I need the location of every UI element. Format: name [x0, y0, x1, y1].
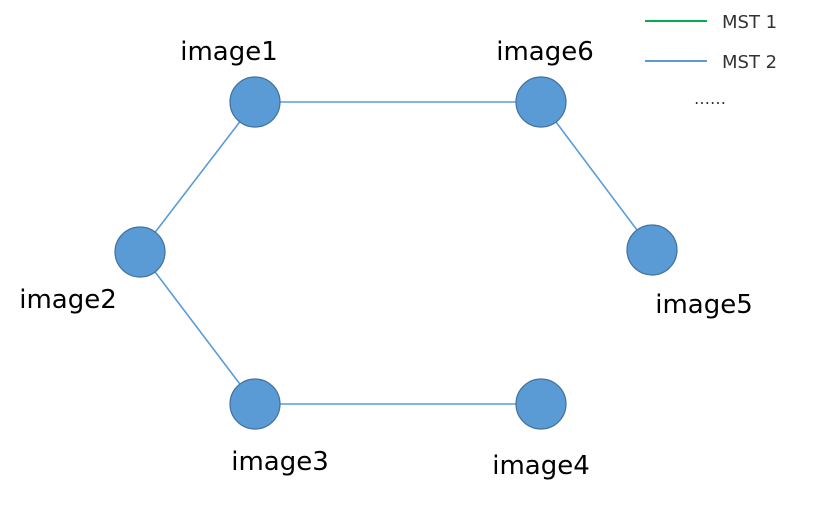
- node-image3: [229, 378, 281, 430]
- node-image5: [626, 224, 678, 276]
- legend-label-mst2: MST 2: [722, 52, 777, 73]
- legend: MST 1 MST 2 ……: [645, 12, 777, 108]
- edge-image1-image2: [139, 101, 256, 253]
- edge-image2-image3: [139, 251, 256, 405]
- edge-image6-image5: [540, 101, 653, 251]
- node-image6: [515, 76, 567, 128]
- label-image3: image3: [231, 447, 329, 477]
- label-image6: image6: [496, 37, 594, 67]
- node-image2: [114, 226, 166, 278]
- label-image5: image5: [655, 290, 753, 320]
- legend-more-ellipsis: ……: [694, 89, 726, 108]
- label-image1: image1: [180, 37, 278, 67]
- node-image1: [229, 76, 281, 128]
- legend-label-mst1: MST 1: [722, 12, 777, 33]
- node-image4: [515, 378, 567, 430]
- label-image4: image4: [492, 451, 590, 481]
- label-image2: image2: [19, 285, 117, 315]
